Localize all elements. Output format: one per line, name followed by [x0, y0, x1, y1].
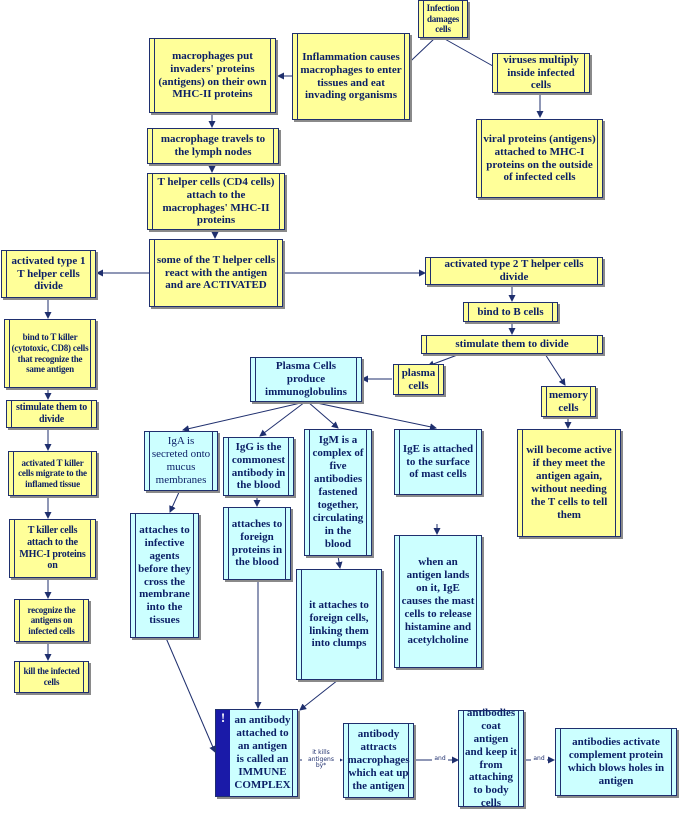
- node-activated-type2[interactable]: activated type 2 T helper cells divide: [425, 257, 603, 285]
- node-immune-complex[interactable]: an antibody attached to an antigen is ca…: [215, 709, 298, 797]
- edge-produce-ige: [311, 401, 437, 431]
- edge-igm-attaches: [335, 555, 343, 569]
- node-stimulate-t[interactable]: stimulate them to divide: [6, 400, 97, 428]
- edge-label-and-1: and: [432, 755, 448, 763]
- alert-icon: !: [216, 710, 230, 796]
- node-ige[interactable]: IgE is attached to the surface of mast c…: [394, 429, 482, 495]
- node-some-t-helper[interactable]: some of the T helper cells react with th…: [149, 239, 283, 307]
- node-iga[interactable]: IgA is secreted onto mucus membranes: [144, 431, 218, 491]
- node-will-become-active[interactable]: will become active if they meet the anti…: [517, 429, 621, 537]
- node-t-killer-attach[interactable]: T killer cells attach to the MHC-I prote…: [9, 519, 96, 578]
- node-plasma-cells-produce[interactable]: Plasma Cells produce immunoglobulins: [250, 357, 362, 402]
- edge-infection-viruses: [442, 37, 501, 71]
- edge-iga-attaches: [169, 489, 181, 513]
- node-t-helper-attach[interactable]: T helper cells (CD4 cells) attach to the…: [147, 173, 285, 230]
- edge-stimulate-memory: [544, 353, 566, 386]
- edge-iga-complex: [165, 637, 216, 753]
- node-igm-attaches[interactable]: it attaches to foreign cells, linking th…: [296, 569, 382, 680]
- edge-produce-igm: [307, 401, 339, 429]
- node-iga-attaches[interactable]: attaches to infective agents before they…: [130, 513, 199, 638]
- node-igg[interactable]: IgG is the commonest antibody in the blo…: [223, 437, 294, 496]
- node-activated-t-killer[interactable]: activated T killer cells migrate to the …: [8, 451, 97, 496]
- node-bind-b[interactable]: bind to B cells: [463, 302, 558, 322]
- edge-produce-igg: [259, 401, 306, 437]
- node-igg-attaches[interactable]: attaches to foreign proteins in the bloo…: [223, 507, 291, 580]
- node-antibody-attracts[interactable]: antibody attracts macrophages which eat …: [343, 723, 414, 798]
- node-activated-type1[interactable]: activated type 1 T helper cells divide: [1, 250, 96, 298]
- edge-label-it-kills: it kills antigens by*: [302, 749, 340, 770]
- node-igm[interactable]: IgM is a complex of five antibodies fast…: [304, 429, 372, 556]
- node-macrophage-travels[interactable]: macrophage travels to the lymph nodes: [147, 128, 279, 164]
- edge-produce-iga: [182, 401, 306, 433]
- edge-label-and-2: and: [531, 755, 547, 763]
- node-bind-t-killer[interactable]: bind to T killer (cytotoxic, CD8) cells …: [4, 319, 96, 388]
- node-complement[interactable]: antibodies activate complement protein w…: [555, 728, 677, 796]
- node-memory-cells[interactable]: memory cells: [541, 386, 596, 417]
- node-viruses-multiply[interactable]: viruses multiply inside infected cells: [492, 53, 590, 93]
- node-inflammation[interactable]: Inflammation causes macrophages to enter…: [292, 33, 410, 120]
- edge-igm-complex: [299, 679, 339, 711]
- node-ige-antigen[interactable]: when an antigen lands on it, IgE causes …: [394, 535, 482, 668]
- node-recognize-antigens[interactable]: recognize the antigens on infected cells: [14, 599, 89, 642]
- node-viral-proteins[interactable]: viral proteins (antigens) attached to MH…: [476, 119, 603, 198]
- node-plasma-cells[interactable]: plasma cells: [393, 364, 444, 395]
- node-antibodies-coat[interactable]: antibodies coat antigen and keep it from…: [458, 707, 524, 809]
- node-macrophages-put[interactable]: macrophages put invaders' proteins (anti…: [149, 38, 276, 113]
- node-infection[interactable]: Infection damages cells: [418, 0, 468, 38]
- node-kill-infected[interactable]: kill the infected cells: [14, 661, 89, 693]
- node-stimulate-b[interactable]: stimulate them to divide: [421, 335, 603, 354]
